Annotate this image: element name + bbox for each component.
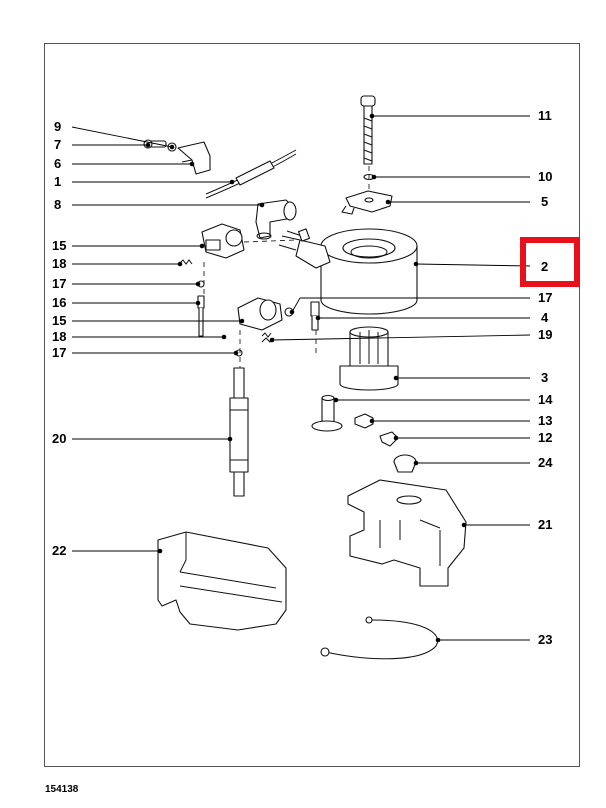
callout-9: 9 — [54, 119, 61, 134]
part-23-wire — [320, 616, 438, 660]
callout-6: 6 — [54, 156, 61, 171]
callout-11: 11 — [538, 108, 552, 123]
callout-8: 8 — [54, 197, 61, 212]
part-18-spring-clip-lower — [261, 332, 272, 338]
callout-19: 19 — [538, 327, 552, 342]
part-2-main-body — [278, 228, 418, 315]
part-11-screw — [360, 95, 376, 165]
part-24-cap — [393, 454, 417, 473]
callout-13: 13 — [538, 413, 552, 428]
part-12-clip — [379, 431, 399, 447]
callout-2: 2 — [541, 259, 548, 274]
callout-24: 24 — [538, 455, 553, 470]
callout-7: 7 — [54, 137, 61, 152]
part-15-valve-lower — [237, 297, 283, 331]
callout-20: 20 — [52, 431, 66, 446]
highlight-box — [520, 237, 580, 287]
callout-3: 3 — [541, 370, 548, 385]
assembly-line — [243, 239, 297, 243]
part-6-bracket — [177, 141, 211, 175]
part-15-valve-upper — [201, 223, 245, 259]
callout-14: 14 — [538, 392, 553, 407]
part-8-elbow — [255, 199, 297, 240]
part-14-nozzle — [311, 394, 343, 432]
callout-10: 10 — [538, 169, 552, 184]
callout-17-upper: 17 — [52, 276, 66, 291]
callout-17-lower: 17 — [52, 345, 66, 360]
callout-21: 21 — [538, 517, 552, 532]
part-1-cable — [205, 149, 297, 199]
part-22-cover — [157, 531, 287, 631]
callout-1: 1 — [54, 174, 61, 189]
callout-15-upper: 15 — [52, 238, 66, 253]
part-3-burner-base — [339, 326, 399, 391]
callout-12: 12 — [538, 430, 552, 445]
callout-23: 23 — [538, 632, 552, 647]
callout-18-upper: 18 — [52, 256, 66, 271]
callout-18-lower: 18 — [52, 329, 66, 344]
part-5-clip-plate — [341, 190, 393, 215]
document-number: 154138 — [45, 784, 79, 795]
part-20-tube — [229, 367, 249, 497]
callout-5: 5 — [541, 194, 548, 209]
callout-4: 4 — [541, 310, 549, 325]
drawing-frame — [44, 43, 580, 767]
part-21-housing — [347, 479, 467, 587]
part-18-spring-clip-upper — [179, 259, 193, 265]
callout-22: 22 — [52, 543, 66, 558]
callout-16: 16 — [52, 295, 66, 310]
callout-15-lower: 15 — [52, 313, 66, 328]
callout-17-right: 17 — [538, 290, 552, 305]
part-13-nut — [354, 413, 374, 429]
